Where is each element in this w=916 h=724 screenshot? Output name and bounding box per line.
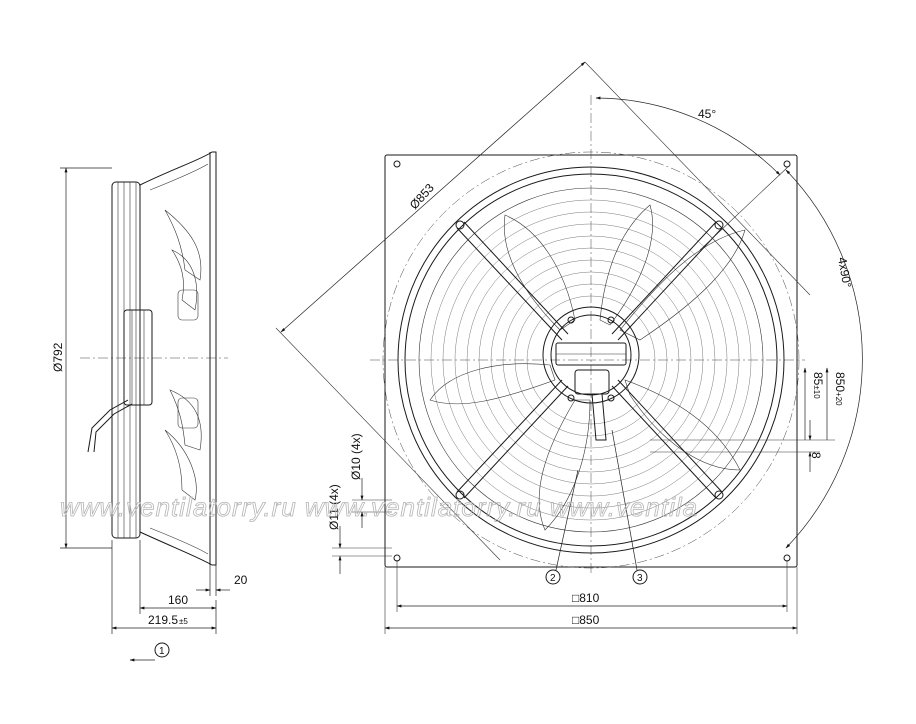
callout-3-label: 3 bbox=[637, 573, 643, 584]
dim-850-vertical-label: 850+20 bbox=[833, 372, 847, 406]
dim-810-label: □810 bbox=[572, 591, 600, 605]
dim-holes bbox=[332, 478, 392, 574]
watermark: www.ventilatorry.ru www.ventilatorry.ru … bbox=[60, 492, 698, 522]
dim-219-label: 219.5±5 bbox=[148, 613, 188, 627]
callout-3 bbox=[611, 429, 648, 585]
blade-profiles bbox=[164, 209, 202, 501]
hub-and-cable bbox=[87, 309, 153, 453]
angle-45-label: 45° bbox=[698, 107, 716, 121]
angle-4x90-label: 4x90° bbox=[835, 256, 854, 289]
callout-2 bbox=[545, 469, 579, 585]
dim-219 bbox=[111, 540, 217, 634]
dim-85-label: 85±10 bbox=[811, 372, 825, 399]
dim-85-850 bbox=[650, 367, 835, 472]
motor-fins bbox=[111, 181, 141, 539]
dim-792-label: Ø792 bbox=[51, 342, 65, 372]
dim-squares bbox=[384, 560, 798, 634]
dim-853 bbox=[275, 61, 811, 561]
dim-20 bbox=[196, 565, 230, 596]
dim-hole-11-label: Ø11 (4x) bbox=[327, 484, 341, 530]
side-view: Ø792 20 160 219.5±5 1 bbox=[51, 151, 248, 662]
motor-hub bbox=[542, 306, 640, 441]
dim-160-label: 160 bbox=[168, 593, 188, 607]
callout-2-label: 2 bbox=[550, 573, 556, 584]
dim-20-label: 20 bbox=[234, 573, 248, 587]
dim-850-label: □850 bbox=[572, 613, 600, 627]
dim-8-label: 8 bbox=[809, 452, 823, 459]
guard-rings bbox=[382, 151, 800, 569]
angle-45 bbox=[595, 96, 791, 251]
callout-1-label: 1 bbox=[159, 646, 165, 657]
dim-160 bbox=[139, 540, 217, 614]
front-view: Ø853 45° 4x90° 85±10 850+20 8 bbox=[275, 61, 863, 634]
dim-853-label: Ø853 bbox=[407, 181, 437, 212]
callout-1 bbox=[129, 642, 170, 662]
dim-792 bbox=[60, 167, 112, 549]
angle-4x90 bbox=[785, 169, 863, 549]
dim-hole-10-label: Ø10 (4x) bbox=[349, 433, 363, 480]
